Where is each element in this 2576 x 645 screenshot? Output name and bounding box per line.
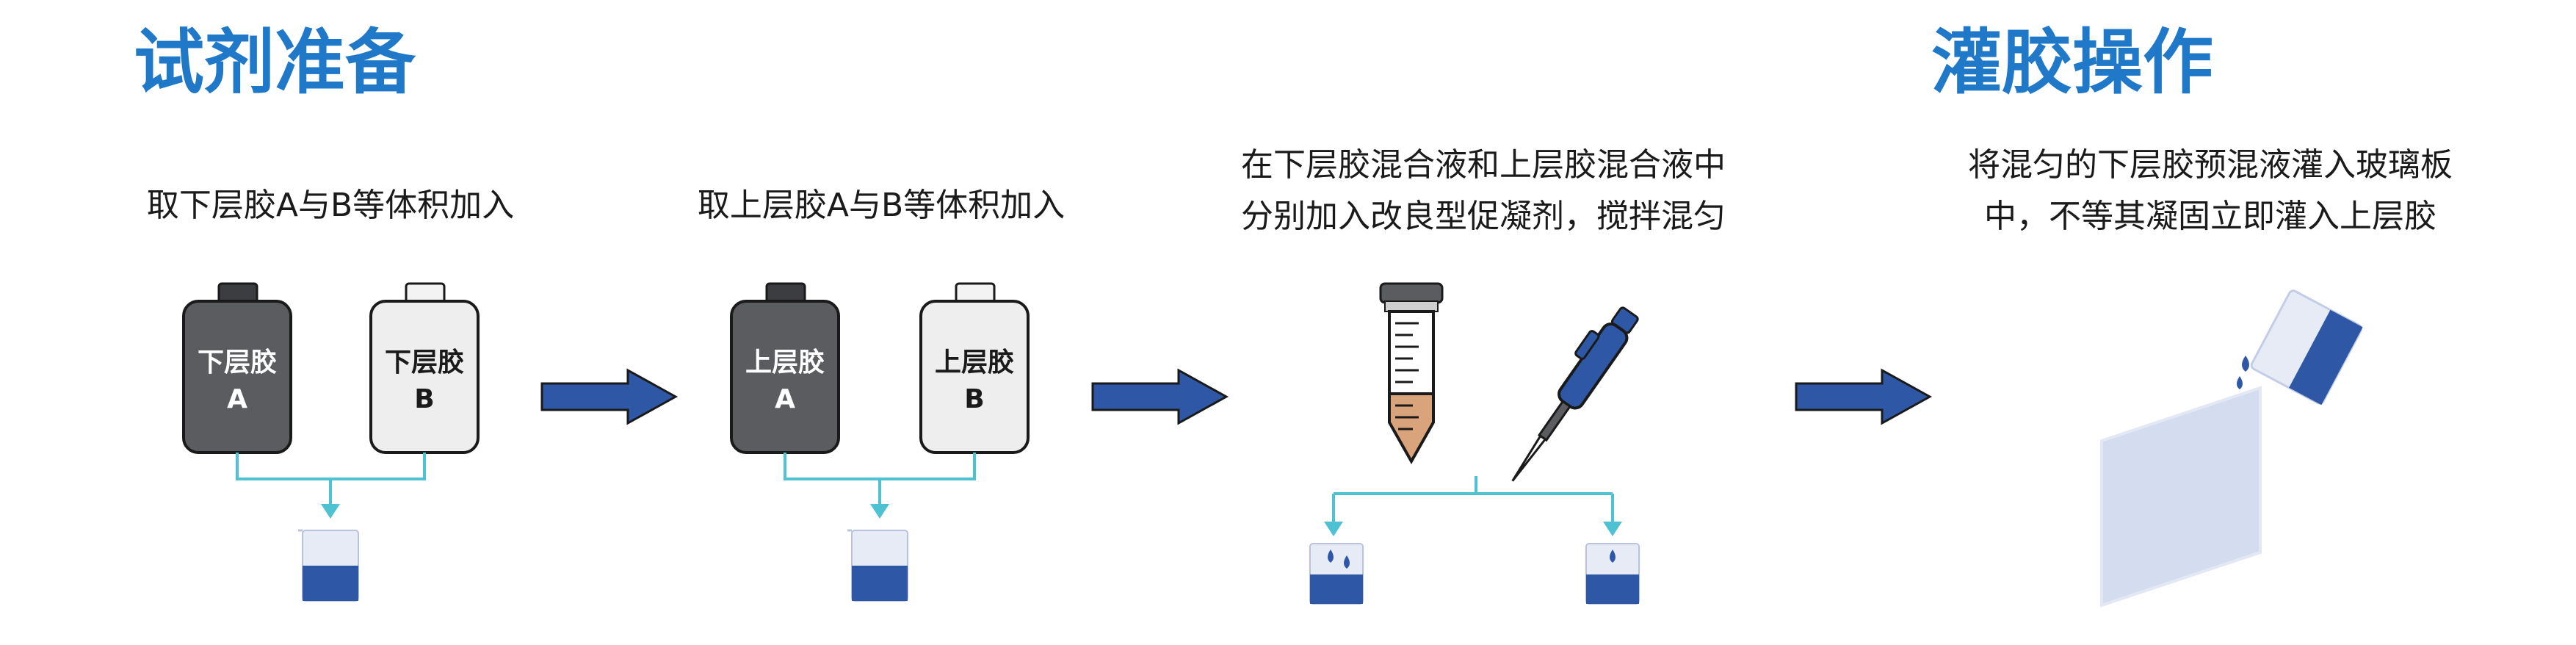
step-2-caption: 取上层胶A与B等体积加入 <box>697 187 1066 224</box>
heading-reagent-prep: 试剂准备 <box>134 21 416 104</box>
bottle-upper-gel-b-letter: B <box>964 384 984 414</box>
beaker-icon <box>298 529 359 602</box>
bottle-upper-gel-b-name: 上层胶 <box>935 347 1014 378</box>
step-1-caption: 取下层胶A与B等体积加入 <box>146 187 515 224</box>
beaker-icon <box>1309 543 1364 605</box>
bottle-lower-gel-b-letter: B <box>414 384 434 414</box>
arrow-right-icon <box>1091 368 1229 425</box>
beaker-icon <box>847 529 908 602</box>
bottle-lower-gel-b: 下层胶 B <box>369 282 480 454</box>
bottle-upper-gel-b: 上层胶 B <box>919 282 1030 454</box>
pipette-icon <box>1511 306 1639 482</box>
bottle-upper-gel-a-letter: A <box>775 384 795 414</box>
step-4-caption: 将混匀的下层胶预混液灌入玻璃板 中，不等其凝固立即灌入上层胶 <box>1917 140 2504 242</box>
heading-gel-pouring: 灌胶操作 <box>1931 21 2213 104</box>
bottle-lower-gel-a-name: 下层胶 <box>198 347 277 378</box>
connector-step-3-arrowhead-left <box>1324 522 1343 536</box>
connector-step-3-arrowhead-right <box>1603 522 1622 536</box>
step-4-line-2: 中，不等其凝固立即灌入上层胶 <box>1984 198 2436 235</box>
connector-step-1-arrowhead <box>321 504 340 519</box>
arrow-right-icon <box>1795 368 1933 425</box>
step-3-line-1: 在下层胶混合液和上层胶混合液中 <box>1241 146 1726 184</box>
centrifuge-tube-icon <box>1379 282 1444 465</box>
bottle-lower-gel-a-letter: A <box>227 384 247 414</box>
gel-drop-2 <box>2237 376 2243 389</box>
step-3-caption: 在下层胶混合液和上层胶混合液中 分别加入改良型促凝剂，搅拌混匀 <box>1190 140 1777 242</box>
connector-step-1 <box>236 453 426 507</box>
connector-step-2 <box>784 453 976 507</box>
bottle-upper-gel-a-name: 上层胶 <box>745 347 825 378</box>
arrow-right-icon <box>540 368 679 425</box>
connector-step-3 <box>1332 476 1614 525</box>
bottle-lower-gel-b-name: 下层胶 <box>385 347 464 378</box>
step-4-line-1: 将混匀的下层胶预混液灌入玻璃板 <box>1968 146 2453 184</box>
beaker-icon <box>1585 543 1640 605</box>
step-3-line-2: 分别加入改良型促凝剂，搅拌混匀 <box>1241 198 1726 235</box>
glass-plate-icon <box>2100 386 2262 608</box>
beaker-icon <box>2250 289 2363 406</box>
gel-drop-1 <box>2242 356 2249 372</box>
connector-step-2-arrowhead <box>870 504 889 519</box>
bottle-upper-gel-a: 上层胶 A <box>730 282 840 454</box>
bottle-lower-gel-a: 下层胶 A <box>182 282 292 454</box>
